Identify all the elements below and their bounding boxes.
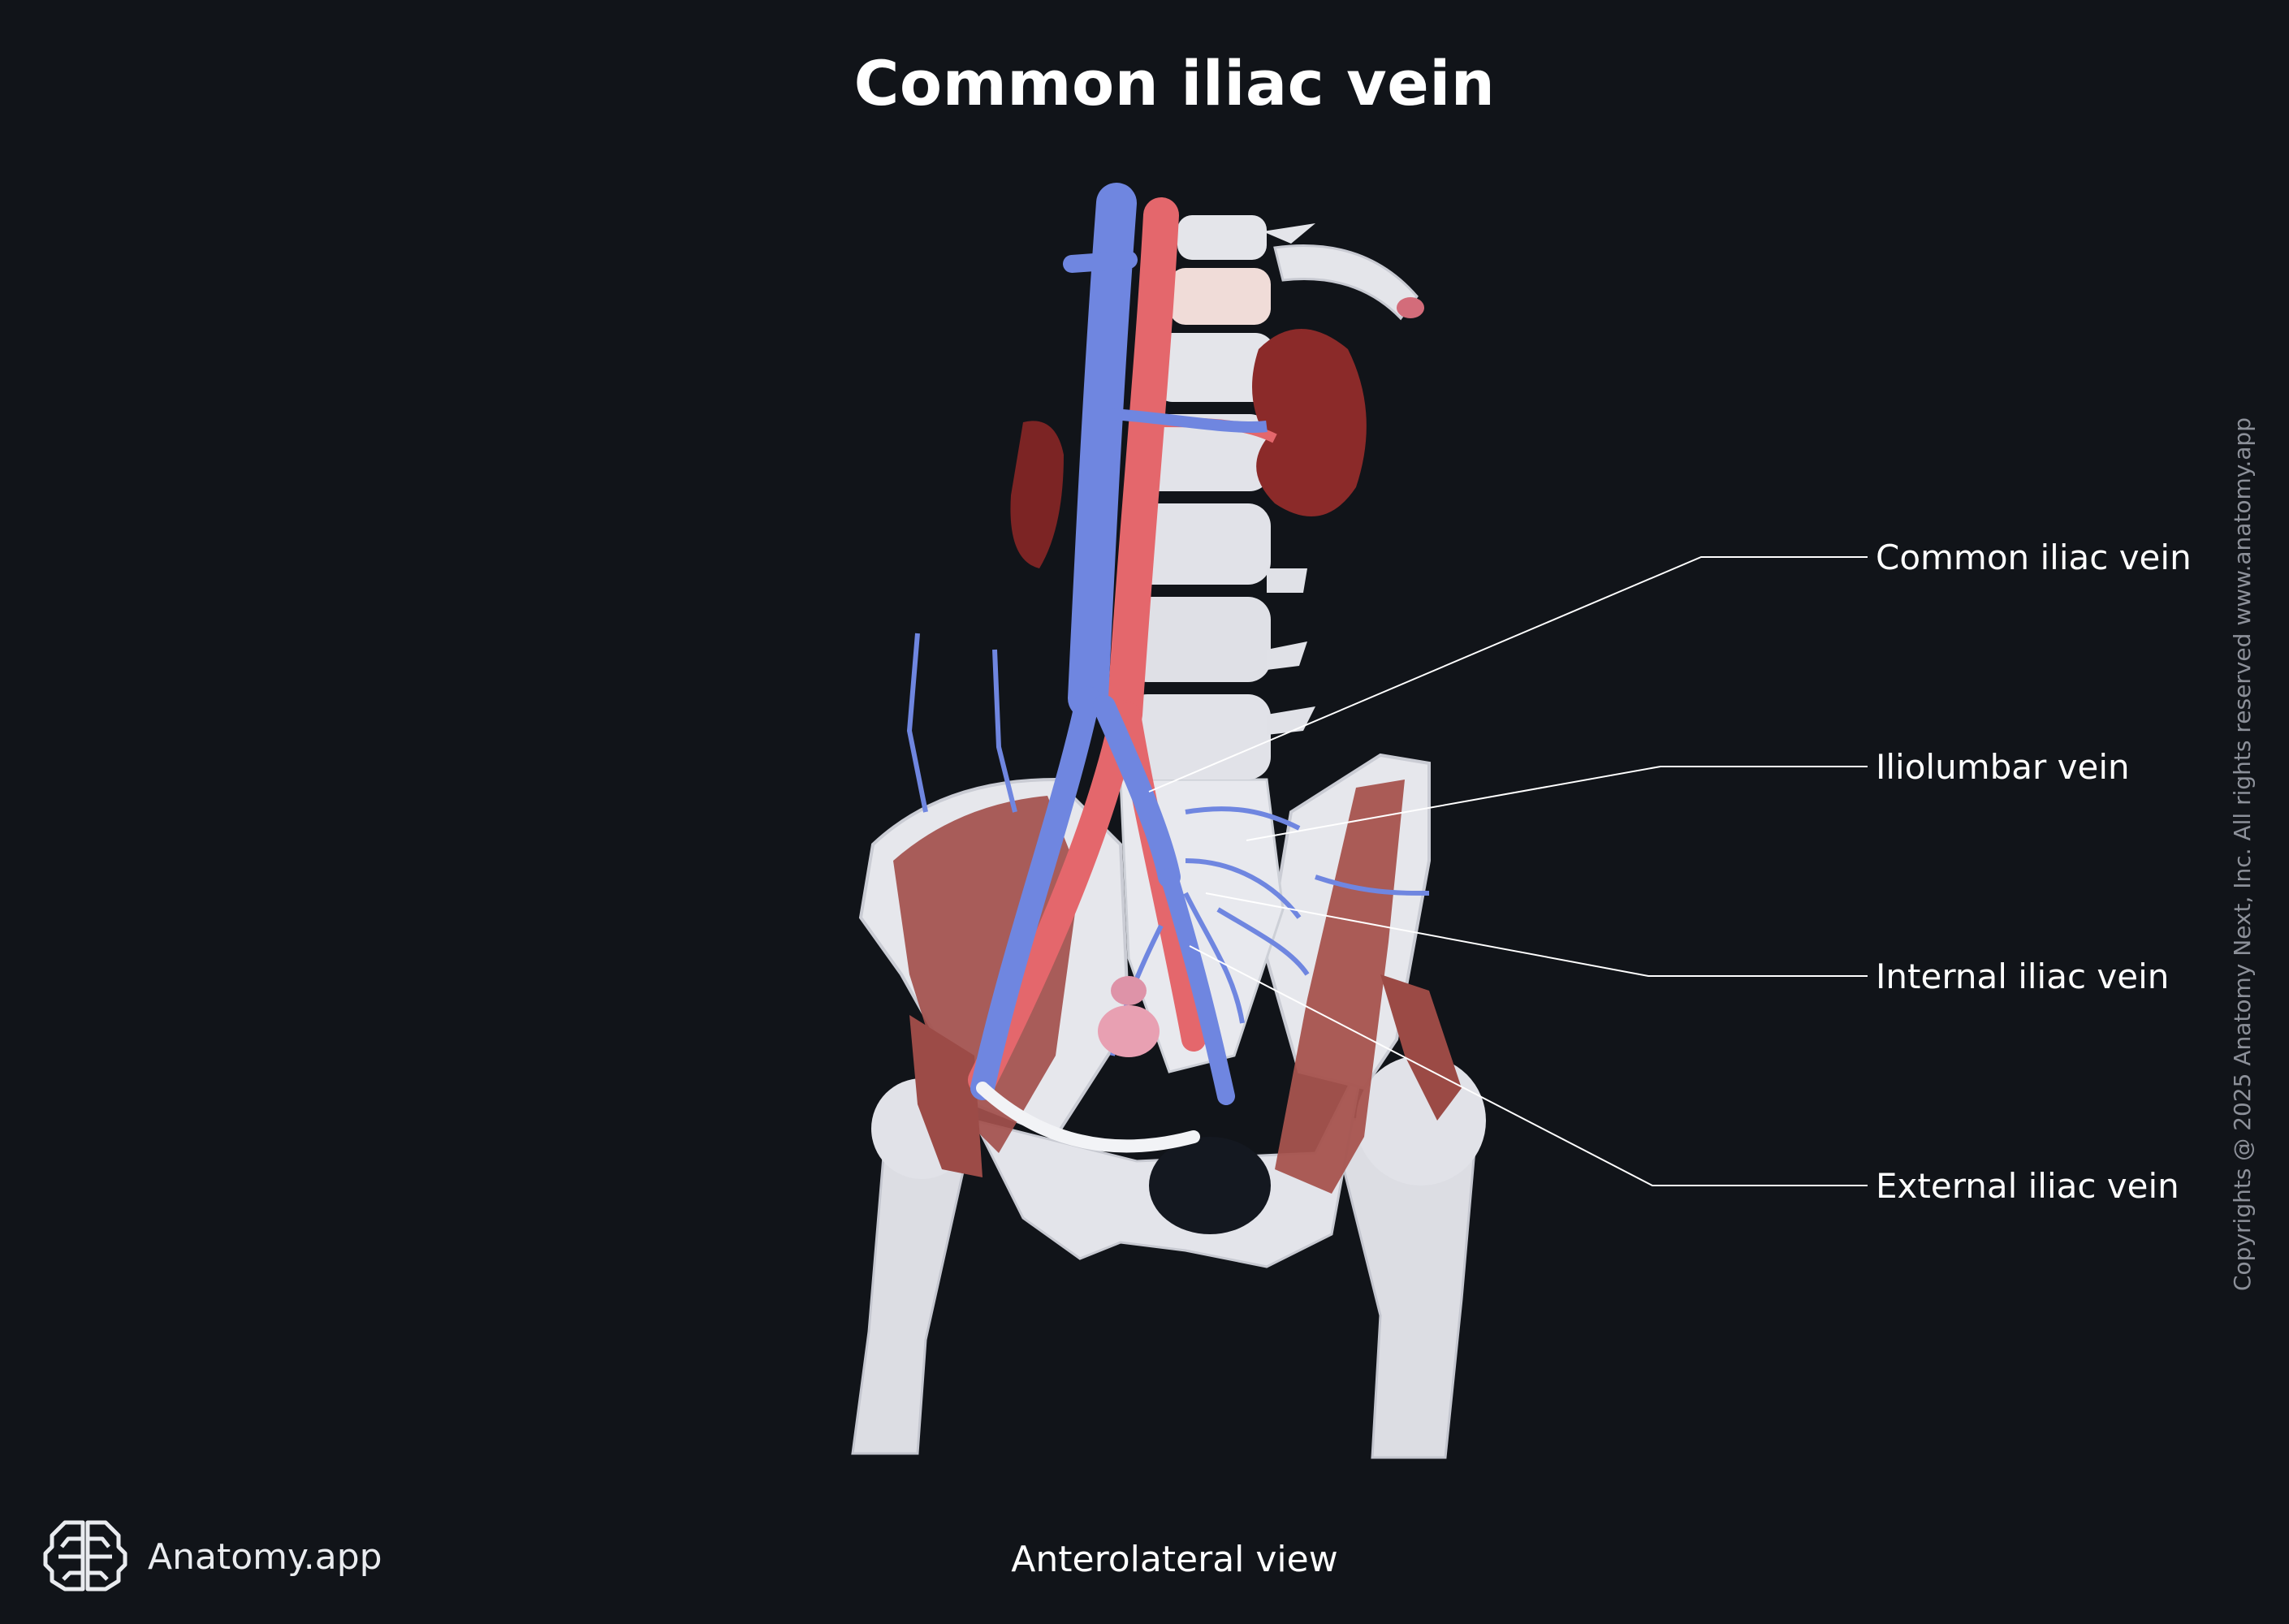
- left-external-iliac-vein: [1160, 868, 1235, 1105]
- pelvic-brim: [976, 1082, 1200, 1153]
- brain-outline-icon: [43, 1520, 127, 1592]
- left-sartorius-muscle: [1380, 974, 1462, 1121]
- inferior-vena-cava: [1068, 183, 1137, 719]
- label-internal-iliac-vein: Internal iliac vein: [1876, 957, 2170, 996]
- right-kidney: [1010, 421, 1064, 568]
- bladder: [1098, 1005, 1160, 1057]
- label-common-iliac-vein: Common iliac vein: [1876, 538, 2192, 577]
- leader-common-iliac: [1148, 556, 1868, 793]
- leader-internal-iliac: [1205, 892, 1868, 977]
- left-renal-vein: [1112, 408, 1268, 434]
- abdominal-aorta: [1107, 197, 1179, 732]
- uterus-region: [1111, 976, 1147, 1005]
- left-psoas-muscle: [1275, 780, 1405, 1194]
- leader-iliolumbar: [1246, 766, 1868, 841]
- label-external-iliac-vein: External iliac vein: [1876, 1166, 2179, 1206]
- vertebral-column: [1125, 215, 1315, 780]
- copyright-notice: Copyrights @ 2025 Anatomy Next, Inc. All…: [2229, 417, 2256, 1291]
- twelfth-rib: [1273, 244, 1419, 321]
- leader-lines: [1148, 556, 1868, 1186]
- label-iliolumbar-vein: Iliolumbar vein: [1876, 747, 2130, 787]
- left-common-iliac-vein: [1093, 695, 1181, 888]
- view-caption: Anterolateral view: [1011, 1539, 1338, 1580]
- left-kidney: [1252, 329, 1367, 516]
- page-title: Common iliac vein: [853, 47, 1496, 119]
- right-psoas-muscle: [909, 1015, 983, 1177]
- brand-name: Anatomy.app: [148, 1536, 382, 1578]
- obturator-foramen: [1149, 1137, 1271, 1234]
- right-common-iliac-vein: [970, 686, 1100, 1100]
- hepatic-vein-stub: [1063, 251, 1138, 273]
- leader-external-iliac: [1189, 945, 1868, 1186]
